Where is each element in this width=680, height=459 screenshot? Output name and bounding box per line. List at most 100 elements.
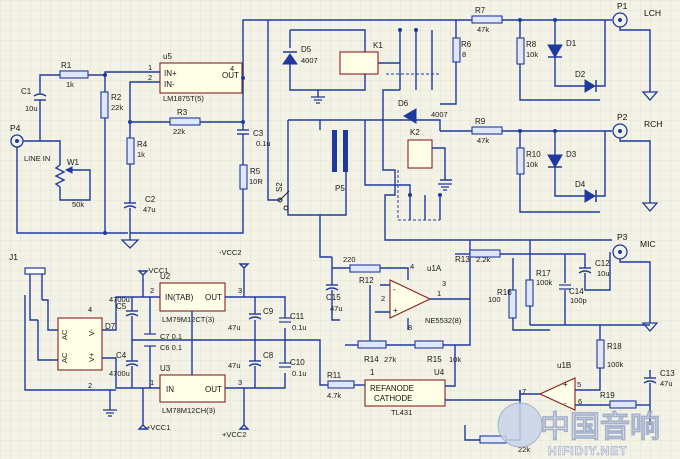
label-r19: R19	[600, 391, 615, 400]
label-d5: D5	[301, 45, 312, 54]
label-r2: R2	[111, 93, 122, 102]
p5-pin-2	[343, 130, 348, 172]
label-u5-in-plus: IN+	[164, 69, 177, 78]
label-r4-value: 1k	[137, 150, 145, 159]
label-pin4-d7: 4	[88, 305, 92, 314]
label-u2: U2	[160, 272, 171, 281]
label-u1a: u1A	[427, 264, 442, 273]
label-c4-value: 4700u	[109, 369, 130, 378]
label-pvcc1: +VCC1	[146, 423, 170, 432]
label-r16-value: 100	[488, 295, 501, 304]
label-u4-refanode: REFANODE	[370, 384, 414, 393]
label-r6-value: 8	[462, 50, 466, 59]
label-c13: C13	[660, 369, 675, 378]
label-c1: C1	[21, 87, 32, 96]
label-bridge-ac-2: AC	[60, 352, 69, 363]
label-d7: D7	[105, 322, 116, 331]
label-c10-value: 0.1u	[292, 369, 307, 378]
label-u1b-plus: +	[563, 380, 568, 389]
label-u2-pin3: 3	[238, 286, 242, 295]
label-bridge-vminus: V-	[87, 328, 96, 336]
label-r14-value: 27k	[384, 355, 396, 364]
output-section: R6 8 R7 47k P1 LCH R8 10k D1 D2 R9	[364, 1, 662, 241]
label-r17-value: 100k	[536, 278, 553, 287]
label-mvcc1: -VCC1	[146, 266, 169, 275]
label-w1-value: 50k	[72, 200, 84, 209]
label-r17: R17	[536, 269, 551, 278]
label-d6: D6	[398, 99, 409, 108]
label-r10-value: 10k	[526, 160, 538, 169]
mic-preamp-section: C15 47u 220 R12 - + u1A NE5532(8) 4 2 1 …	[325, 232, 675, 454]
label-u2-out: OUT	[205, 293, 222, 302]
label-r8: R8	[526, 40, 537, 49]
label-r12: R12	[359, 276, 374, 285]
relay-k2-coil	[407, 139, 433, 169]
p5-pin-1	[332, 130, 337, 172]
label-p3: P3	[617, 232, 628, 242]
opamp-u1a	[389, 279, 432, 319]
resistor-r5	[239, 164, 248, 190]
label-u5-in-minus: IN-	[164, 80, 175, 89]
resistor-r3	[169, 117, 201, 126]
label-c9: C9	[263, 307, 274, 316]
label-c11-value: 0.1u	[292, 323, 307, 332]
regulator-u3	[159, 374, 226, 403]
label-r9-value: 47k	[477, 136, 489, 145]
resistor-r18	[596, 339, 605, 369]
label-lch: LCH	[644, 8, 661, 18]
label-r18: R18	[607, 342, 622, 351]
label-u1b-pin6: 6	[578, 397, 582, 406]
label-c5-value: 4700u	[109, 295, 130, 304]
label-mic: MIC	[640, 239, 656, 249]
opamp-u1b	[538, 377, 576, 411]
label-r1-value: 1k	[66, 80, 74, 89]
label-d2: D2	[575, 70, 586, 79]
label-r5: R5	[250, 167, 261, 176]
label-c15: C15	[326, 293, 341, 302]
label-u4-pin1: 1	[370, 368, 375, 377]
label-r3: R3	[177, 108, 188, 117]
label-u5-out: OUT	[222, 71, 239, 80]
label-u3: U3	[160, 364, 171, 373]
regulator-u2	[159, 282, 226, 312]
label-r9: R9	[475, 117, 486, 126]
label-c14: C14	[569, 287, 584, 296]
label-u3-pin3: 3	[238, 378, 242, 387]
label-c9-value: 47u	[228, 323, 241, 332]
label-p4: P4	[10, 123, 21, 133]
label-rch: RCH	[644, 119, 662, 129]
label-u2-in: IN(TAB)	[165, 293, 194, 302]
watermark-logo: 中国音响 HIFIDIY.NET	[497, 402, 660, 458]
label-u3-part: LM78M12CH(3)	[162, 406, 216, 415]
resistor-r15	[414, 340, 444, 349]
label-r12-value: 220	[343, 255, 356, 264]
resistor-r2	[100, 91, 109, 119]
label-c3-value: 0.1u	[256, 139, 271, 148]
label-pvcc2: +VCC2	[222, 430, 246, 439]
label-c8: C8	[263, 351, 274, 360]
label-u4: U4	[434, 368, 445, 377]
label-c15-value: 47u	[330, 304, 343, 313]
label-line-in: LINE IN	[24, 154, 50, 163]
label-c12: C12	[595, 259, 610, 268]
label-u3-pin1: 1	[150, 378, 154, 387]
label-u5-pin4: 4	[230, 64, 234, 73]
label-bridge-vplus: V+	[87, 352, 96, 362]
power-supply-section: J1 D7 AC AC V- V+ 4 2 C5 4700u C4 4700u …	[9, 248, 325, 439]
label-r15: R15	[427, 355, 442, 364]
watermark-cn: 中国音响	[540, 411, 660, 444]
resistor-r8	[516, 37, 525, 65]
label-c7: C7 0.1	[160, 332, 182, 341]
label-bridge-ac-1: AC	[60, 329, 69, 340]
label-u1b-pin7: 7	[522, 387, 526, 396]
label-c3: C3	[253, 129, 264, 138]
label-u1a-minus: -	[393, 285, 396, 294]
label-u1a-pin4: 4	[410, 262, 414, 271]
label-u4-cathode: CATHODE	[374, 394, 413, 403]
label-u1b: u1B	[557, 361, 571, 370]
resistor-r12	[349, 264, 381, 273]
label-c2: C2	[145, 195, 156, 204]
label-r11-value: 4.7k	[327, 391, 341, 400]
label-c11: C11	[290, 312, 305, 321]
resistor-r7	[471, 15, 503, 24]
